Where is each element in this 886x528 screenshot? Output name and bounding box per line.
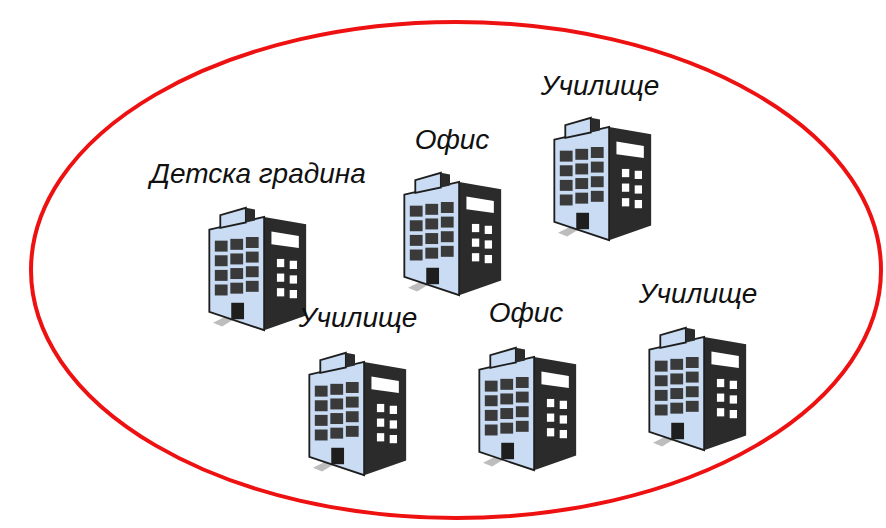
building-icon: [649, 328, 746, 450]
building-label: Офис: [489, 297, 564, 329]
building-label: Училище: [541, 70, 660, 102]
building-label: Училище: [299, 302, 418, 334]
building-label: Офис: [415, 124, 490, 156]
building-icon: [309, 353, 406, 475]
building-label: Училище: [639, 278, 758, 310]
building-icon: [479, 348, 576, 470]
building-label: Детска градина: [150, 158, 366, 190]
region-outline: [31, 22, 881, 518]
building-icon: [554, 118, 651, 240]
building-icon: [209, 208, 306, 330]
building-icon: [404, 173, 501, 295]
